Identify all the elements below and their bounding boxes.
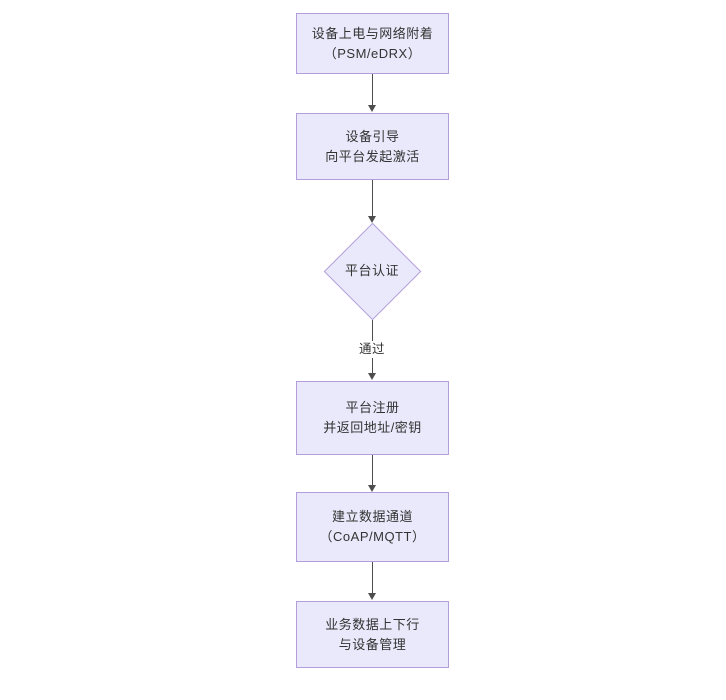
flow-node-business-data-line1: 业务数据上下行 bbox=[325, 616, 420, 632]
flow-node-data-channel[interactable]: 建立数据通道 （CoAP/MQTT） bbox=[296, 492, 449, 562]
arrowhead-n1-n2 bbox=[368, 105, 376, 112]
connector-n4-n5 bbox=[372, 455, 373, 486]
flow-node-power-on-line1: 设备上电与网络附着 bbox=[311, 25, 434, 41]
flow-node-platform-register-line1: 平台注册 bbox=[345, 400, 400, 415]
edge-label-pass: 通过 bbox=[357, 341, 388, 358]
flow-node-platform-register-line2: 并返回地址/密钥 bbox=[323, 420, 422, 435]
flow-node-power-on[interactable]: 设备上电与网络附着 （PSM/eDRX） bbox=[296, 13, 449, 74]
flow-node-device-bootstrap-line1: 设备引导 bbox=[345, 128, 400, 144]
arrowhead-n3-n4 bbox=[368, 373, 376, 380]
flow-node-platform-auth[interactable]: 平台认证 bbox=[323, 222, 421, 320]
flow-node-device-bootstrap-line2: 向平台发起激活 bbox=[325, 148, 420, 164]
arrowhead-n5-n6 bbox=[368, 593, 376, 600]
connector-n5-n6 bbox=[372, 562, 373, 594]
flow-node-data-channel-line1: 建立数据通道 bbox=[331, 509, 413, 524]
arrowhead-n4-n5 bbox=[368, 485, 376, 492]
connector-n1-n2 bbox=[372, 74, 373, 106]
flow-node-device-bootstrap[interactable]: 设备引导 向平台发起激活 bbox=[296, 113, 449, 180]
flow-node-business-data[interactable]: 业务数据上下行 与设备管理 bbox=[296, 601, 449, 668]
connector-n2-n3 bbox=[372, 180, 373, 217]
flow-node-business-data-line2: 与设备管理 bbox=[338, 636, 407, 652]
flow-node-data-channel-line2: （CoAP/MQTT） bbox=[319, 529, 426, 544]
flow-node-platform-auth-label: 平台认证 bbox=[344, 263, 399, 278]
arrowhead-n2-n3 bbox=[368, 216, 376, 223]
flow-node-power-on-line2: （PSM/eDRX） bbox=[323, 45, 422, 61]
flow-node-platform-register[interactable]: 平台注册 并返回地址/密钥 bbox=[296, 381, 449, 455]
